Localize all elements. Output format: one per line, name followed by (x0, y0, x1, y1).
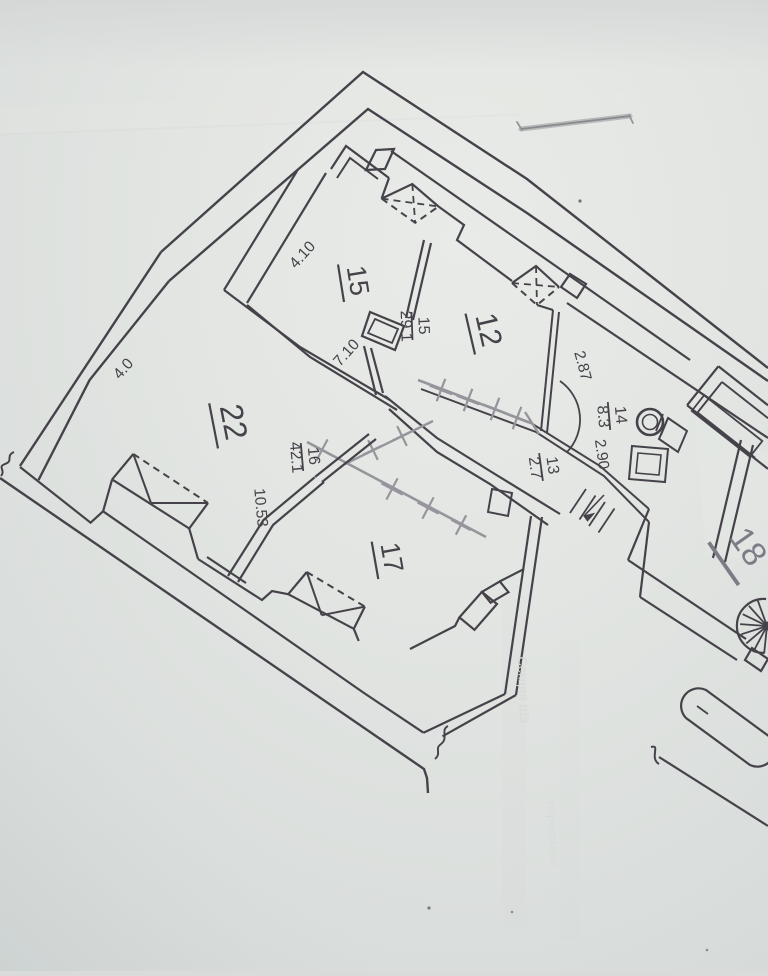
svg-text:17: 17 (374, 540, 409, 575)
svg-text:15: 15 (414, 316, 432, 334)
svg-text:14: 14 (611, 405, 629, 424)
svg-text:15: 15 (341, 263, 375, 297)
svg-text:10.53: 10.53 (250, 488, 270, 528)
svg-text:13: 13 (542, 455, 561, 475)
svg-text:16: 16 (304, 446, 322, 465)
svg-text:Секция Ш3: Секция Ш3 (515, 656, 532, 723)
svg-text:перекрытие: перекрытие (545, 802, 561, 869)
svg-text:22: 22 (213, 401, 255, 443)
